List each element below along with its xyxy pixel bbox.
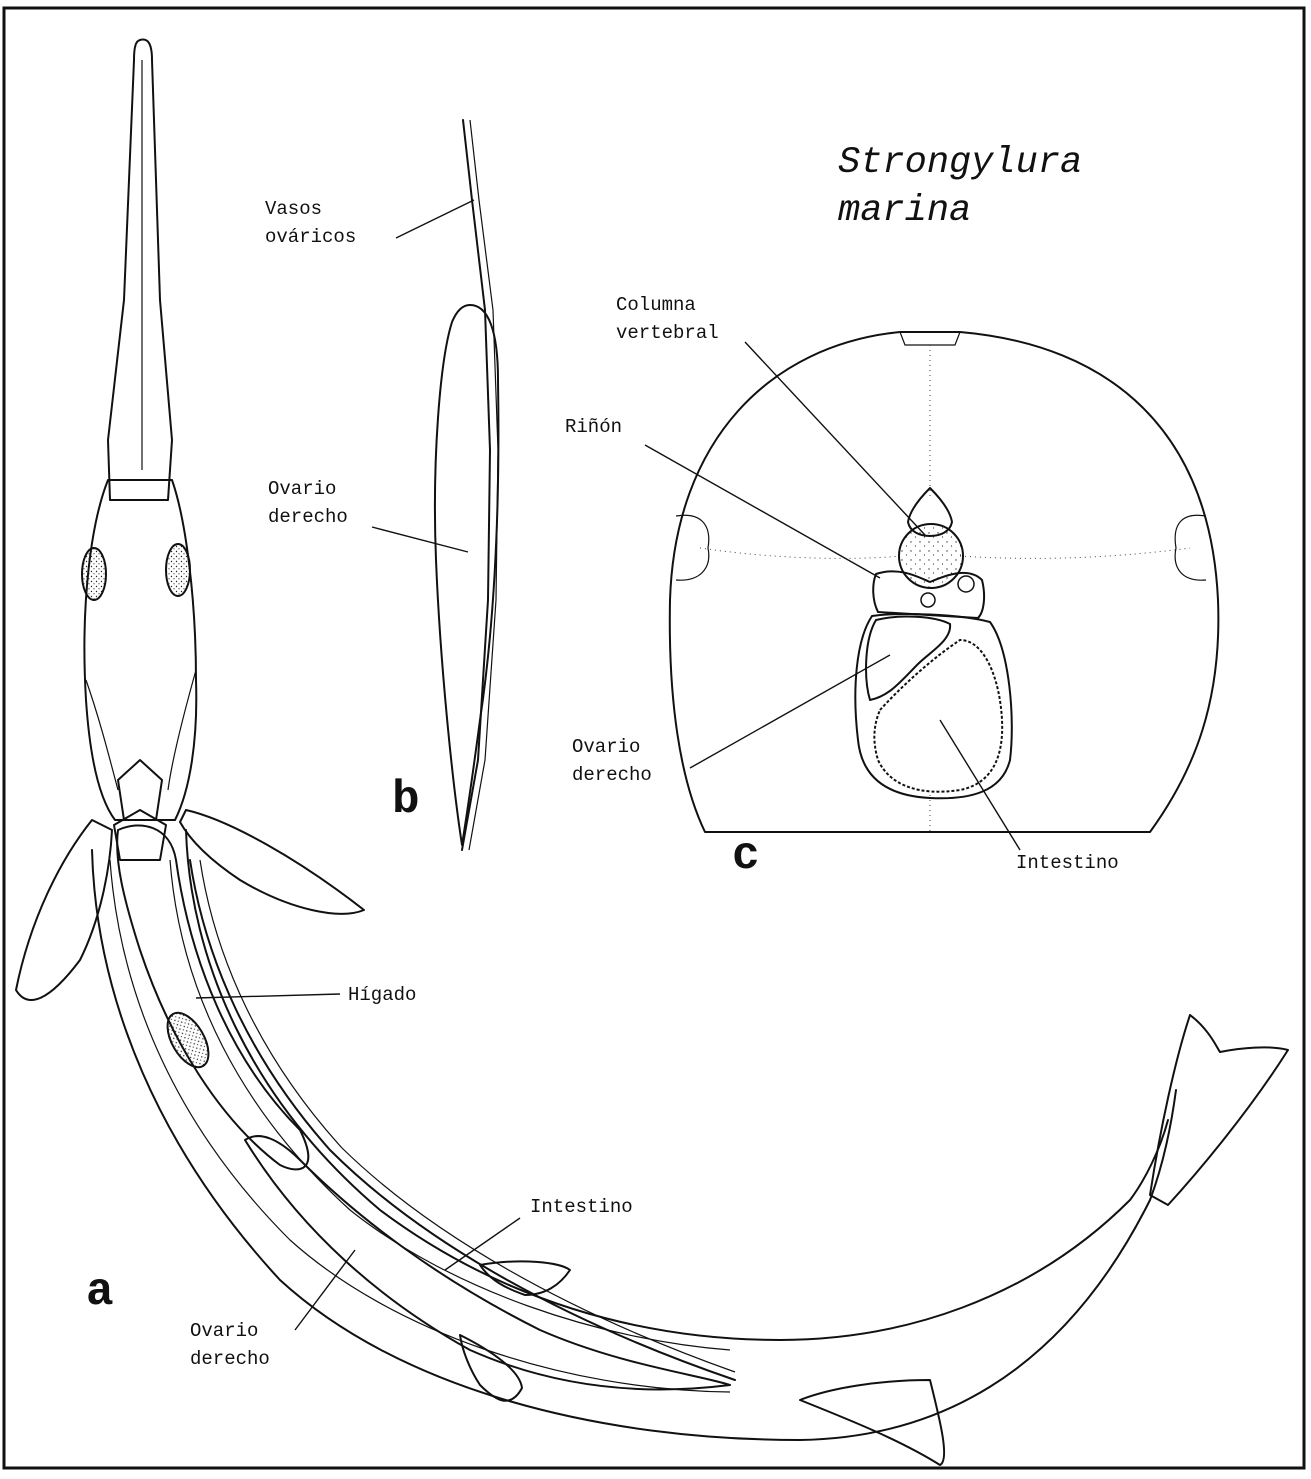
- intestine-c: [874, 640, 1002, 792]
- label-ovario-b-2: derecho: [268, 506, 348, 528]
- anal-fin: [460, 1335, 522, 1401]
- label-intestino-a: Intestino: [530, 1196, 633, 1218]
- title-line2: marina: [838, 190, 971, 232]
- label-columna-2: vertebral: [616, 322, 719, 344]
- label-ovario-a-1: Ovario: [190, 1320, 258, 1342]
- vertebral-centrum: [899, 524, 963, 588]
- leader-vasos: [396, 200, 474, 238]
- left-eye-icon: [82, 548, 106, 600]
- label-ovario-c-2: derecho: [572, 764, 652, 786]
- panel-letter-c: c: [732, 830, 760, 882]
- fish-snout: [108, 40, 172, 500]
- label-ovario-a-2: derecho: [190, 1348, 270, 1370]
- panel-b-ovary: b Vasos ováricos Ovario derecho: [265, 120, 498, 850]
- label-columna-1: Columna: [616, 294, 696, 316]
- right-eye-icon: [166, 544, 190, 596]
- species-title: Strongylura marina: [838, 142, 1082, 232]
- title-line1: Strongylura: [838, 142, 1082, 184]
- label-higado: Hígado: [348, 984, 416, 1006]
- intestine-a: [190, 860, 735, 1380]
- label-ovario-b-1: Ovario: [268, 478, 336, 500]
- panel-c-cross-section: c Columna vertebral Riñón Ovario derecho…: [565, 294, 1218, 882]
- panel-letter-b: b: [392, 774, 420, 826]
- leader-columna: [745, 342, 925, 535]
- figure-frame: [4, 8, 1304, 1468]
- fish-body-inner: [186, 830, 1168, 1340]
- fish-head: [84, 480, 196, 820]
- leader-higado: [196, 994, 340, 998]
- leader-ovario-b: [372, 527, 468, 552]
- panel-a-fish: a Hígado Intestino Ovario derecho: [16, 40, 1288, 1465]
- label-rinon: Riñón: [565, 416, 622, 438]
- label-intestino-c: Intestino: [1016, 852, 1119, 874]
- leader-rinon: [645, 445, 880, 578]
- label-vasos-2: ováricos: [265, 226, 356, 248]
- leader-ovario-a: [295, 1250, 355, 1330]
- label-ovario-c-1: Ovario: [572, 736, 640, 758]
- label-vasos-1: Vasos: [265, 198, 322, 220]
- caudal-fin: [1150, 1015, 1288, 1205]
- pelvic-fin: [800, 1380, 944, 1465]
- panel-letter-a: a: [86, 1266, 114, 1318]
